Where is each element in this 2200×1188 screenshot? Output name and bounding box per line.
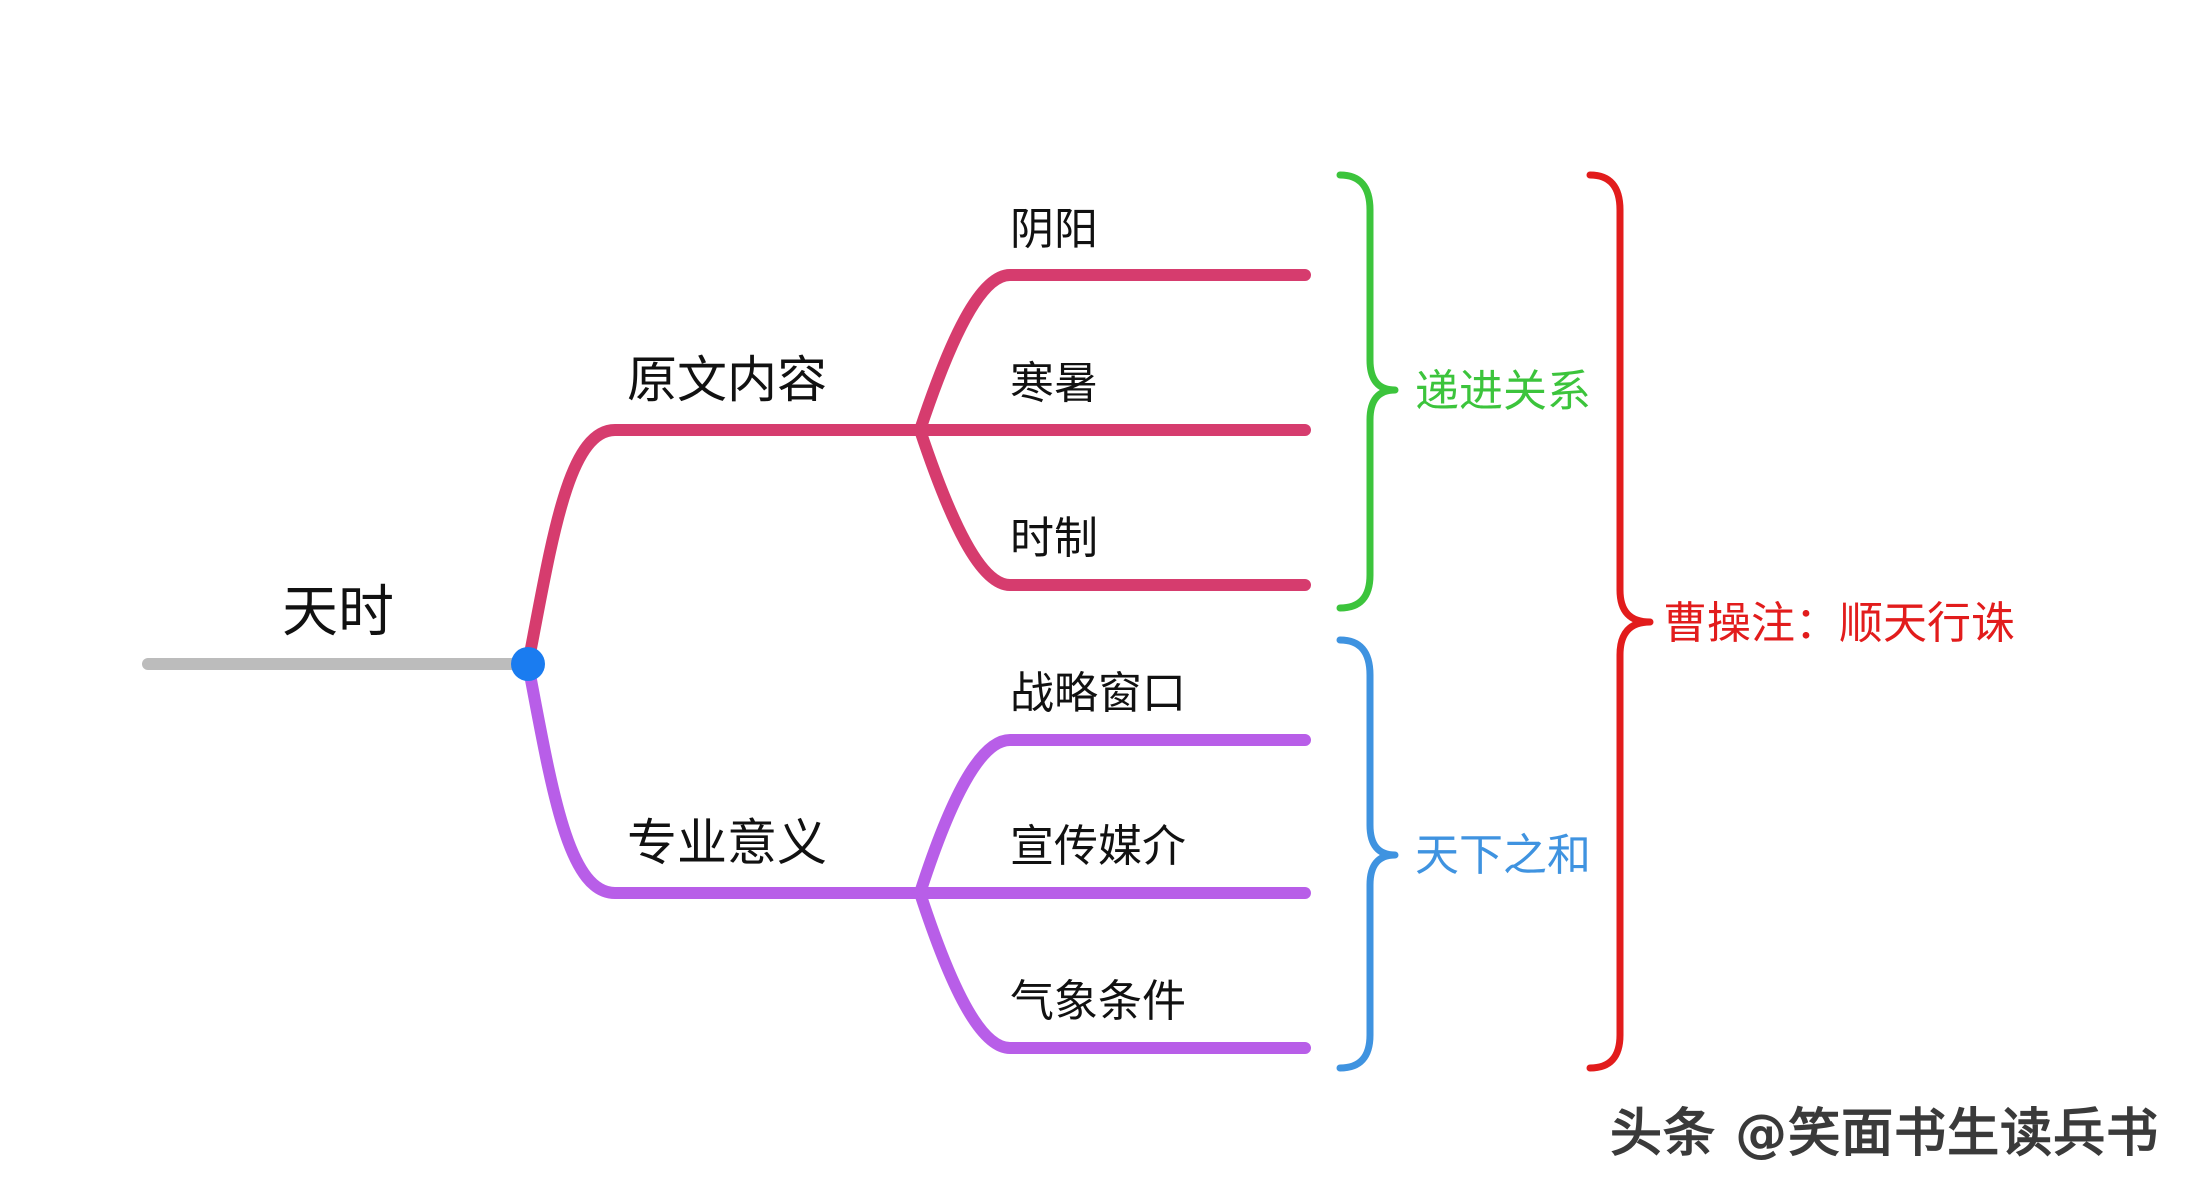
leaf-connector-line-strategic-window [914,734,1311,899]
root-node-dot [511,647,545,681]
leaf-connector-line-weather-conditions [914,887,1311,1054]
branch-connector-line-professional-meaning [522,658,926,899]
group-note-harmony: 天下之和 [1415,830,1591,881]
root-topic-label: 天时 [282,580,394,645]
overall-brace [1586,171,1654,1072]
leaf-label-strategic-window: 战略窗口 [1010,668,1186,719]
leaf-label-weather-conditions: 气象条件 [1010,976,1186,1027]
branch-label-original-text: 原文内容 [627,351,827,409]
branch-connector-line-original-text [522,424,926,670]
leaf-label-hanshu: 寒暑 [1010,358,1098,409]
leaf-connector-line-yinyang [914,269,1311,436]
group-brace-harmony [1336,636,1399,1072]
branch-label-professional-meaning: 专业意义 [627,814,827,872]
group-brace-progressive [1336,171,1399,612]
leaf-label-yinyang: 阴阳 [1010,204,1098,255]
overall-note-caocao: 曹操注：顺天行诛 [1663,598,2015,649]
leaf-connector-line-shizhi [914,424,1311,591]
leaf-label-shizhi: 时制 [1010,513,1098,564]
group-note-progressive: 递进关系 [1415,366,1591,417]
watermark: 头条 @笑面书生读兵书 [1610,1104,2160,1164]
leaf-label-propaganda-medium: 宣传媒介 [1010,821,1186,872]
